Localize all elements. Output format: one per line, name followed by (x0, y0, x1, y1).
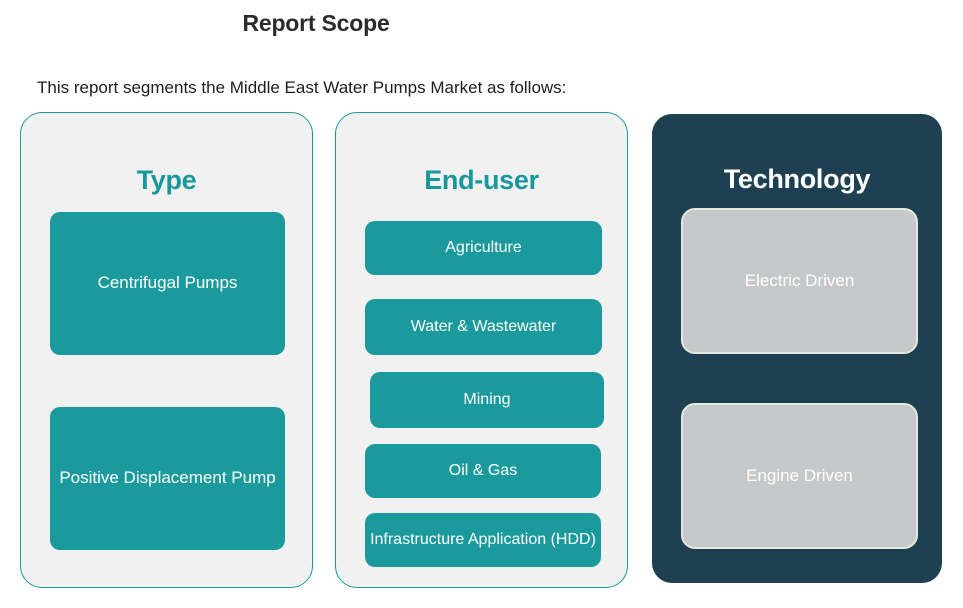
report-subtitle: This report segments the Middle East Wat… (37, 78, 567, 97)
segment-item-infrastructure-application-hdd[interactable]: Infrastructure Application (HDD) (365, 513, 601, 567)
segment-heading-technology: Technology (723, 164, 871, 194)
segment-heading-end-user: End-user (424, 165, 539, 195)
segment-heading-type: Type (136, 165, 197, 195)
segment-item-mining[interactable]: Mining (370, 372, 604, 428)
segment-card-type: Type Centrifugal Pumps Positive Displace… (20, 112, 313, 588)
page-title: Report Scope (242, 10, 390, 36)
segment-item-electric-driven[interactable]: Electric Driven (681, 208, 918, 354)
segment-item-oil-gas[interactable]: Oil & Gas (365, 444, 601, 498)
segment-item-agriculture[interactable]: Agriculture (365, 221, 602, 275)
segment-card-end-user: End-user Agriculture Water & Wastewater … (335, 112, 628, 588)
segment-item-centrifugal-pumps[interactable]: Centrifugal Pumps (50, 212, 285, 355)
segment-item-positive-displacement-pump[interactable]: Positive Displacement Pump (50, 407, 285, 550)
segment-item-water-wastewater[interactable]: Water & Wastewater (365, 299, 602, 355)
segment-item-engine-driven[interactable]: Engine Driven (681, 403, 918, 549)
segment-card-technology: Technology Electric Driven Engine Driven (652, 114, 942, 583)
